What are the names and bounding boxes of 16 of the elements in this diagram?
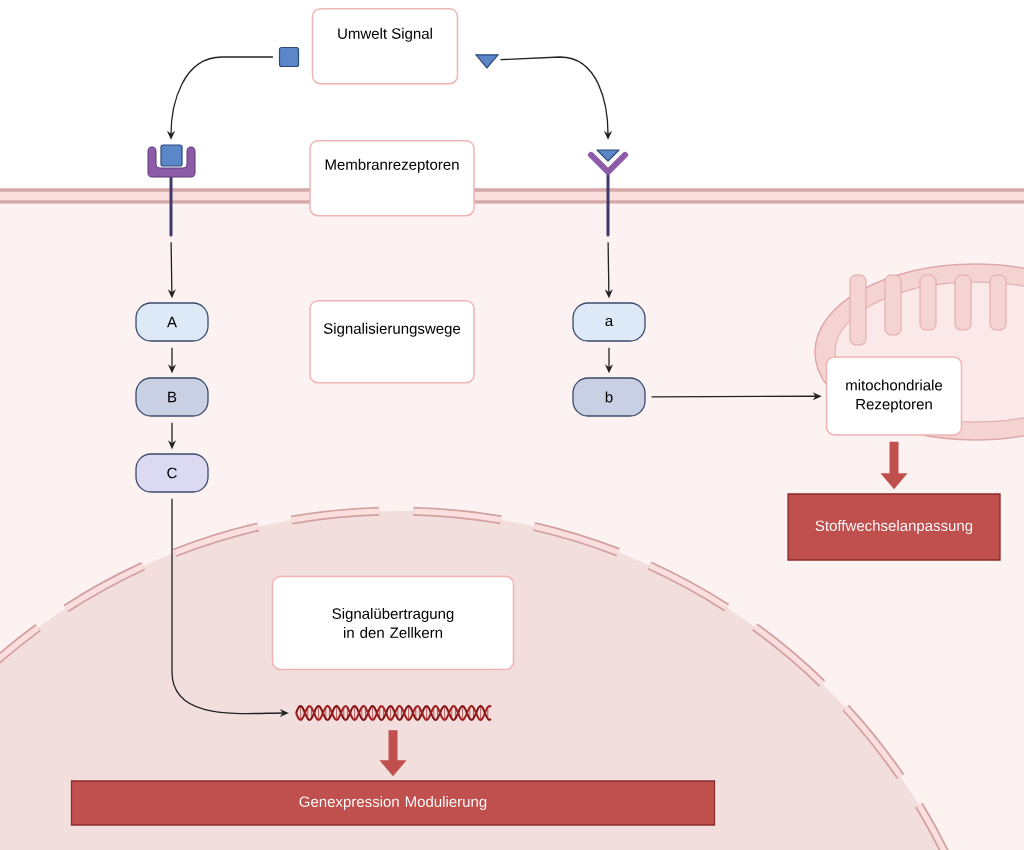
ligand-square	[278, 46, 300, 68]
label-box: Signalübertragung in den Zellkern	[271, 575, 515, 671]
dna-drawing	[295, 704, 492, 722]
pathway-capsule: b	[572, 377, 646, 417]
pathway-capsule: a	[572, 302, 646, 342]
result-box: Genexpression Modulierung	[70, 780, 716, 826]
heading-box: Umwelt Signal	[311, 8, 459, 85]
pathway-capsule: C	[135, 453, 209, 493]
label-box: Signalisierungswege	[309, 300, 475, 384]
result-box: Stoffwechselanpassung	[787, 493, 1001, 561]
pathway-capsule: A	[135, 302, 209, 342]
receptor-drawing	[147, 144, 196, 237]
pathway-capsule: B	[135, 377, 209, 417]
label-box: Membranrezeptoren	[309, 140, 475, 217]
label-box: mitochondriale Rezeptoren	[825, 356, 963, 436]
receptor-drawing	[588, 149, 628, 237]
